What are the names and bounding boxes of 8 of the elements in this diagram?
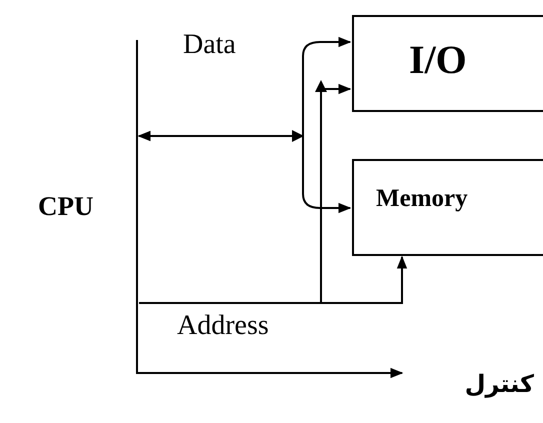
bus-arrow (138, 130, 352, 214)
device-box (352, 159, 543, 256)
node-label: کنترل (464, 370, 534, 398)
device-label: I/O (409, 38, 467, 82)
device-box (352, 15, 543, 112)
bus-arrow (137, 368, 404, 378)
device-label: Memory (376, 184, 468, 212)
node-label: CPU (38, 192, 94, 222)
